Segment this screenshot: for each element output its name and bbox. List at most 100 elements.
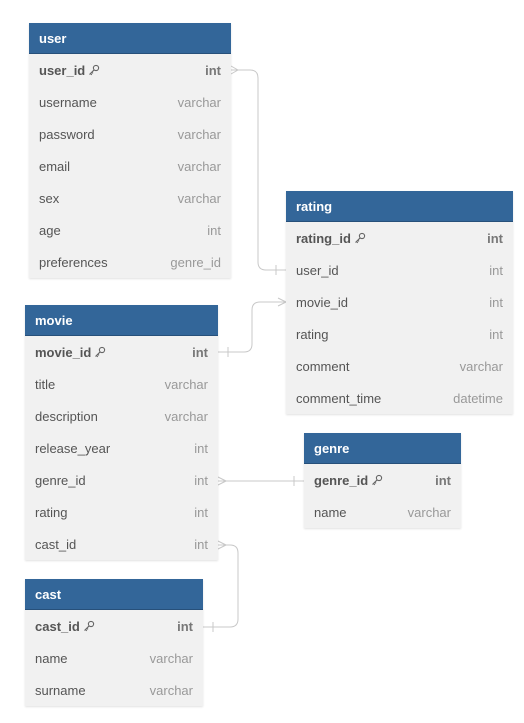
field-name: email	[39, 159, 70, 174]
table-header-cast[interactable]: cast	[25, 579, 203, 610]
field-type: int	[194, 504, 208, 520]
field-row-rating-comment[interactable]: comment varchar	[286, 350, 513, 382]
field-name: password	[39, 127, 95, 142]
field-name: surname	[35, 683, 86, 698]
field-name-text: cast_id	[35, 618, 80, 634]
field-name-text: genre_id	[35, 472, 86, 488]
field-name-text: surname	[35, 682, 86, 698]
field-name: movie_id	[35, 345, 106, 360]
field-row-cast-surname[interactable]: surname varchar	[25, 674, 203, 706]
key-icon	[94, 346, 106, 358]
field-row-user-username[interactable]: username varchar	[29, 86, 231, 118]
field-type: int	[194, 440, 208, 456]
field-row-rating-user_id[interactable]: user_id int	[286, 254, 513, 286]
field-type: int	[194, 472, 208, 488]
field-name-text: movie_id	[35, 344, 92, 360]
field-type: varchar	[177, 190, 221, 206]
field-type: datetime	[453, 390, 503, 406]
field-name: username	[39, 95, 97, 110]
field-name-text: user_id	[296, 262, 339, 278]
field-name: user_id	[39, 63, 100, 78]
field-type: varchar	[177, 158, 221, 174]
key-icon	[88, 64, 100, 76]
field-name-text: cast_id	[35, 536, 77, 552]
field-name: movie_id	[296, 295, 348, 310]
table-cast[interactable]: cast cast_id int name varchar surname varchar	[25, 579, 203, 706]
field-name: age	[39, 223, 61, 238]
field-name-text: preferences	[39, 254, 108, 270]
field-name: genre_id	[314, 473, 383, 488]
field-name: rating	[296, 327, 329, 342]
field-type: genre_id	[170, 254, 221, 270]
field-type: int	[194, 536, 208, 552]
field-name-text: name	[35, 650, 68, 666]
field-name: description	[35, 409, 98, 424]
field-name-text: age	[39, 222, 61, 238]
field-name-text: email	[39, 158, 71, 174]
field-row-user-email[interactable]: email varchar	[29, 150, 231, 182]
field-row-movie-rating[interactable]: rating int	[25, 496, 218, 528]
field-name: name	[35, 651, 68, 666]
field-type: varchar	[149, 650, 193, 666]
table-header-movie[interactable]: movie	[25, 305, 218, 336]
field-type: varchar	[149, 682, 193, 698]
field-type: int	[489, 262, 503, 278]
field-name-text: sex	[39, 190, 60, 206]
field-name: release_year	[35, 441, 110, 456]
rel-cast-movie	[203, 540, 239, 632]
field-type: varchar	[164, 376, 208, 392]
field-name-text: username	[39, 94, 97, 110]
field-name: cast_id	[35, 619, 95, 634]
field-row-genre-name[interactable]: name varchar	[304, 496, 461, 528]
field-row-movie-genre_id[interactable]: genre_id int	[25, 464, 218, 496]
field-type: int	[205, 62, 221, 78]
field-name: rating	[35, 505, 68, 520]
table-header-user[interactable]: user	[29, 23, 231, 54]
field-row-cast-cast_id[interactable]: cast_id int	[25, 610, 203, 642]
field-type: varchar	[407, 504, 451, 520]
field-name: comment_time	[296, 391, 381, 406]
field-row-rating-rating_id[interactable]: rating_id int	[286, 222, 513, 254]
field-row-user-preferences[interactable]: preferences genre_id	[29, 246, 231, 278]
field-row-movie-cast_id[interactable]: cast_id int	[25, 528, 218, 560]
field-type: int	[207, 222, 221, 238]
field-row-user-age[interactable]: age int	[29, 214, 231, 246]
table-header-genre[interactable]: genre	[304, 433, 461, 464]
field-name-text: name	[314, 504, 347, 520]
field-row-user-user_id[interactable]: user_id int	[29, 54, 231, 86]
rel-movie-rating	[218, 297, 287, 357]
field-name-text: rating	[35, 504, 68, 520]
field-name-text: rating	[296, 326, 329, 342]
rel-user-rating	[230, 65, 286, 275]
field-type: int	[487, 230, 503, 246]
field-row-movie-movie_id[interactable]: movie_id int	[25, 336, 218, 368]
field-name-text: rating_id	[296, 230, 351, 246]
field-name-text: genre_id	[314, 472, 369, 488]
field-row-user-sex[interactable]: sex varchar	[29, 182, 231, 214]
field-name-text: comment_time	[296, 390, 382, 406]
field-row-rating-comment_time[interactable]: comment_time datetime	[286, 382, 513, 414]
field-name: rating_id	[296, 231, 366, 246]
field-type: int	[192, 344, 208, 360]
key-icon	[83, 620, 95, 632]
field-row-movie-release_year[interactable]: release_year int	[25, 432, 218, 464]
field-type: int	[177, 618, 193, 634]
field-name-text: comment	[296, 358, 350, 374]
field-name: genre_id	[35, 473, 86, 488]
field-name: user_id	[296, 263, 339, 278]
table-header-rating[interactable]: rating	[286, 191, 513, 222]
field-row-cast-name[interactable]: name varchar	[25, 642, 203, 674]
field-type: varchar	[459, 358, 503, 374]
field-type: varchar	[177, 94, 221, 110]
